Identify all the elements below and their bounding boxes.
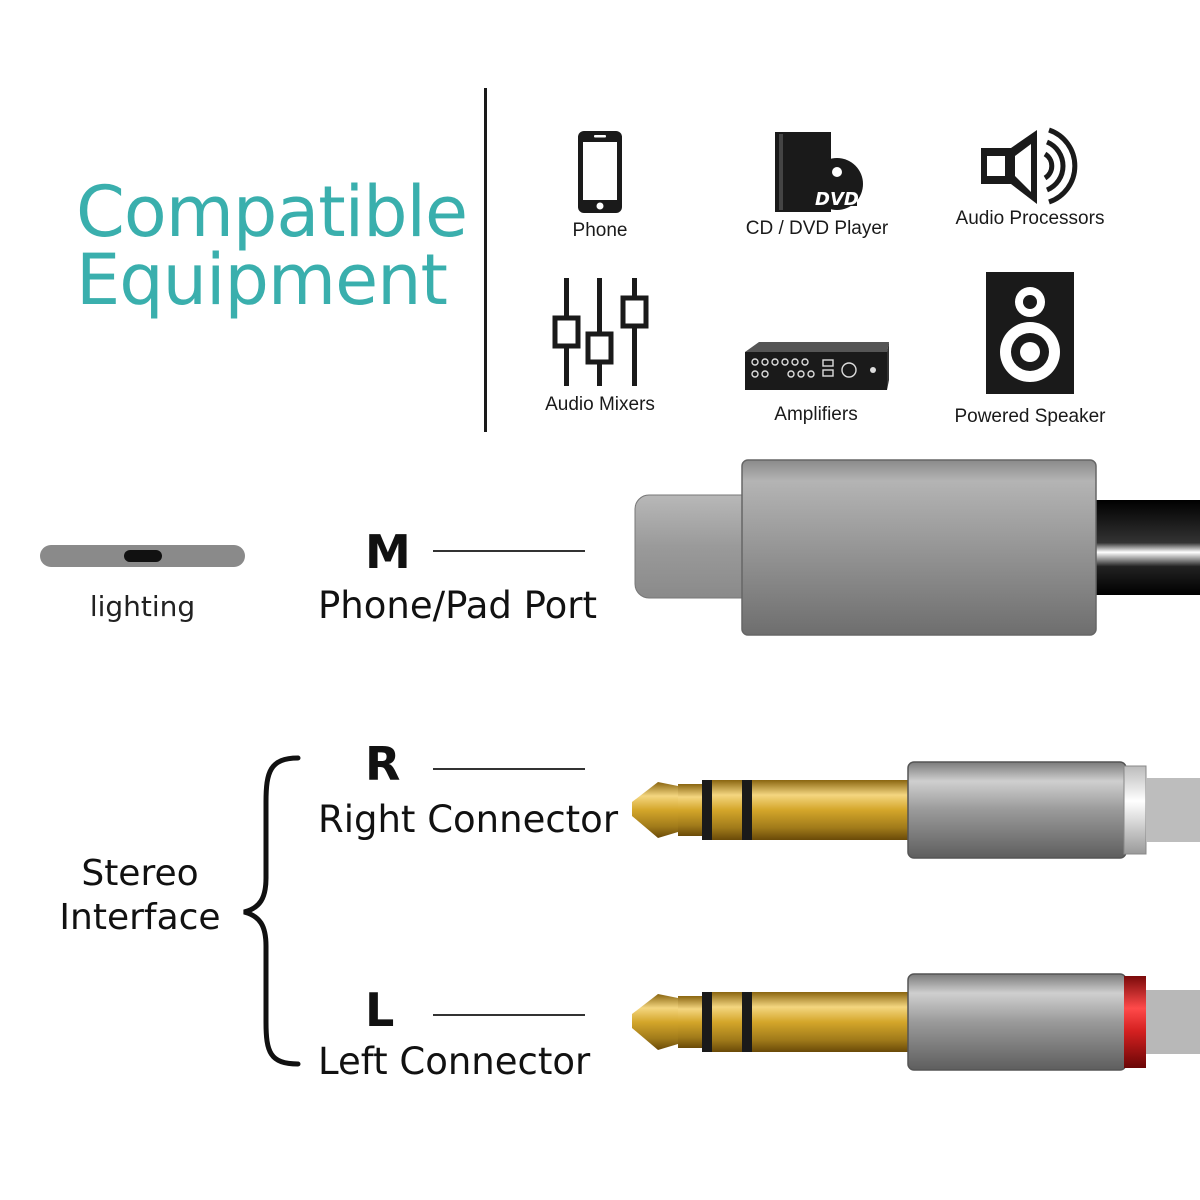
connector-letter-m: M bbox=[365, 525, 411, 579]
equipment-audio-mixer: Audio Mixers bbox=[530, 272, 670, 416]
stereo-line-1: Stereo bbox=[81, 853, 199, 894]
equipment-label: Audio Mixers bbox=[545, 394, 655, 415]
lighting-label: lighting bbox=[89, 590, 196, 623]
phone-icon bbox=[578, 131, 622, 213]
equipment-label: Phone bbox=[572, 220, 628, 241]
amplifier-icon bbox=[745, 342, 889, 390]
divider bbox=[484, 88, 487, 432]
leader-line-l bbox=[433, 1014, 585, 1016]
connector-letter-r: R bbox=[365, 737, 401, 791]
right-jack-image bbox=[632, 761, 1200, 859]
leader-line-m bbox=[433, 550, 585, 552]
title-line-2: Equipment bbox=[76, 239, 448, 321]
dvd-player-icon: DVD bbox=[775, 132, 863, 212]
equipment-label: CD / DVD Player bbox=[745, 218, 889, 239]
equipment-amplifier: Amplifiers bbox=[736, 338, 896, 426]
connector-letter-l: L bbox=[365, 983, 395, 1037]
left-jack-image bbox=[632, 973, 1200, 1071]
lightning-connector-image bbox=[634, 459, 1200, 636]
page-title: Compatible Equipment bbox=[76, 171, 468, 321]
equipment-label: Amplifiers bbox=[774, 404, 858, 425]
mixer-icon bbox=[552, 278, 649, 386]
connector-name-r: Right Connector bbox=[318, 798, 619, 841]
stereo-line-2: Interface bbox=[59, 897, 221, 938]
equipment-audio-processor: Audio Processors bbox=[945, 126, 1115, 230]
leader-line-r bbox=[433, 768, 585, 770]
equipment-phone: Phone bbox=[540, 128, 660, 242]
stereo-interface-label: Stereo Interface bbox=[40, 852, 240, 940]
connector-name-m: Phone/Pad Port bbox=[318, 584, 597, 627]
equipment-powered-speaker: Powered Speaker bbox=[945, 270, 1115, 428]
audio-processor-icon bbox=[981, 127, 1078, 205]
dvd-logo-text: DVD bbox=[815, 189, 859, 210]
equipment-label: Powered Speaker bbox=[954, 406, 1106, 427]
title-line-1: Compatible bbox=[76, 171, 468, 253]
speaker-icon bbox=[986, 272, 1074, 394]
equipment-label: Audio Processors bbox=[955, 208, 1105, 229]
lightning-port-icon bbox=[40, 545, 245, 567]
connector-name-l: Left Connector bbox=[318, 1040, 591, 1083]
equipment-dvd-player: DVD CD / DVD Player bbox=[732, 128, 902, 240]
curly-brace bbox=[243, 755, 301, 1067]
